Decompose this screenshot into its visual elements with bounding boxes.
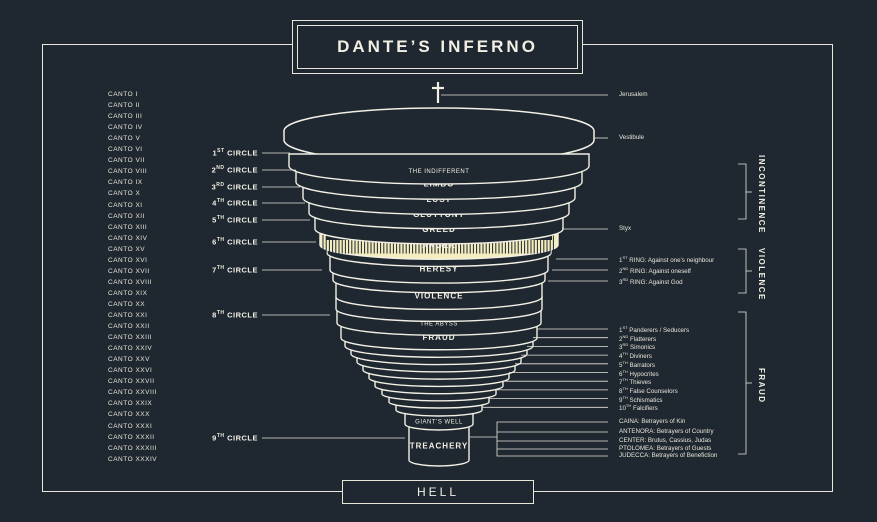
ring-label: THE INDIFFERENT xyxy=(409,169,470,175)
canto-item: CANTO XXI xyxy=(108,312,148,319)
circle-label: 2ND CIRCLE xyxy=(211,165,258,175)
canto-item: CANTO XXXII xyxy=(108,433,155,441)
circle-label: 7TH CIRCLE xyxy=(212,265,258,275)
canto-item: CANTO XI xyxy=(108,201,143,209)
canto-item: CANTO XXXIII xyxy=(108,444,157,452)
canto-item: CANTO XVIII xyxy=(108,278,153,286)
canto-item: CANTO VIII xyxy=(108,168,148,176)
canto-item: CANTO XIV xyxy=(108,234,148,242)
treachery-item: CAINA: Betrayers of Kin xyxy=(619,418,686,425)
canto-item: CANTO XX xyxy=(108,300,146,308)
canto-item: CANTO XIII xyxy=(108,223,148,231)
canto-item: CANTO XXV xyxy=(108,356,150,364)
canto-item: CANTO XXVIII xyxy=(108,389,157,397)
circle-label: 5TH CIRCLE xyxy=(212,215,258,225)
circle-label: 1ST CIRCLE xyxy=(212,148,258,158)
canto-item: CANTO XVI xyxy=(108,256,148,264)
canto-item: CANTO XXVI xyxy=(108,367,153,375)
fraud-item: 5TH Barrators xyxy=(619,359,655,369)
canto-item: CANTO XXIX xyxy=(108,400,153,408)
fraud-item: 1ST Panderers / Seducers xyxy=(619,325,690,335)
treachery-leaders xyxy=(470,421,608,457)
group-fraud: FRAUD xyxy=(757,368,766,404)
ring-label: VIOLENCE xyxy=(415,291,464,300)
canto-item: CANTO XXVII xyxy=(108,378,155,386)
violence-ring-item: 2ND RING: Against oneself xyxy=(619,266,691,276)
canto-item: CANTO IV xyxy=(108,124,143,132)
circle-label: 6TH CIRCLE xyxy=(212,237,258,247)
ring-label: ANGER xyxy=(422,241,456,250)
ring-label: FRAUD xyxy=(423,333,456,342)
canto-item: CANTO V xyxy=(108,135,141,143)
canto-item: CANTO XXIV xyxy=(108,345,153,353)
right-leaders xyxy=(548,163,752,455)
circle-label: 4TH CIRCLE xyxy=(212,198,258,208)
fraud-item: 2ND Flatterers xyxy=(619,333,657,343)
styx-label: Styx xyxy=(619,225,632,232)
fraud-item: 7TH Thieves xyxy=(619,377,652,387)
ring-label: GIANT’S WELL xyxy=(415,419,463,425)
canto-item: CANTO XXXIV xyxy=(108,455,158,463)
ring-label: HERESY xyxy=(420,265,459,274)
canto-item: CANTO XXIII xyxy=(108,334,153,342)
ring-level: TREACHERY xyxy=(408,423,470,467)
canto-item: CANTO XXXI xyxy=(108,422,153,430)
fraud-item: 3RD Simonics xyxy=(619,342,656,352)
footer-label: HELL xyxy=(342,480,534,504)
canto-item: CANTO XII xyxy=(108,212,145,220)
ring-label: GREED xyxy=(422,225,455,234)
cross-icon xyxy=(432,82,444,103)
treachery-item: ANTENORA: Betrayers of Country xyxy=(619,428,714,435)
canto-item: CANTO IX xyxy=(108,179,143,187)
fraud-item: 6TH Hypocrites xyxy=(619,368,659,378)
ring-level: THE INDIFFERENT xyxy=(288,153,590,185)
canto-item: CANTO XV xyxy=(108,245,146,253)
canto-item: CANTO XVII xyxy=(108,267,150,275)
canto-item: CANTO III xyxy=(108,113,143,121)
treachery-item: JUDECCA: Betrayers of Benefiction xyxy=(619,452,718,459)
canto-item: CANTO X xyxy=(108,190,141,198)
treachery-item: PTOLOMEA: Betrayers of Guests xyxy=(619,445,712,452)
canto-item: CANTO XIX xyxy=(108,289,148,297)
group-violence: VIOLENCE xyxy=(757,248,766,301)
canto-item: CANTO XXX xyxy=(108,411,150,419)
violence-ring-item: 1ST RING: Against one’s neighbour xyxy=(619,255,715,265)
group-incontinence: INCONTINENCE xyxy=(757,155,766,234)
fraud-item: 10TH Falcifiers xyxy=(619,403,658,413)
ring-label: THE ABYSS xyxy=(420,322,458,328)
title-box: DANTE’S INFERNO xyxy=(292,20,583,74)
jerusalem-label: Jerusalem xyxy=(619,91,648,98)
page-title: DANTE’S INFERNO xyxy=(297,25,578,69)
fraud-item: 8TH False Counselors xyxy=(619,385,678,395)
ring-label: TREACHERY xyxy=(410,441,468,450)
canto-item: CANTO VI xyxy=(108,146,143,154)
canto-item: CANTO VII xyxy=(108,157,145,165)
vestibule-label: Vestibule xyxy=(619,134,645,141)
fraud-item: 9TH Schismatics xyxy=(619,394,663,404)
fraud-item: 4TH Diviners xyxy=(619,351,652,361)
canto-item: CANTO II xyxy=(108,102,141,110)
canto-item: CANTO XXII xyxy=(108,323,150,331)
circle-label: 3RD CIRCLE xyxy=(211,182,258,192)
circle-label: 8TH CIRCLE xyxy=(212,310,258,320)
violence-ring-item: 3RD RING: Against God xyxy=(619,277,683,287)
canto-item: CANTO I xyxy=(108,91,138,98)
treachery-item: CENTER: Brutus, Cassius, Judas xyxy=(619,437,712,444)
circle-label: 9TH CIRCLE xyxy=(212,433,258,443)
